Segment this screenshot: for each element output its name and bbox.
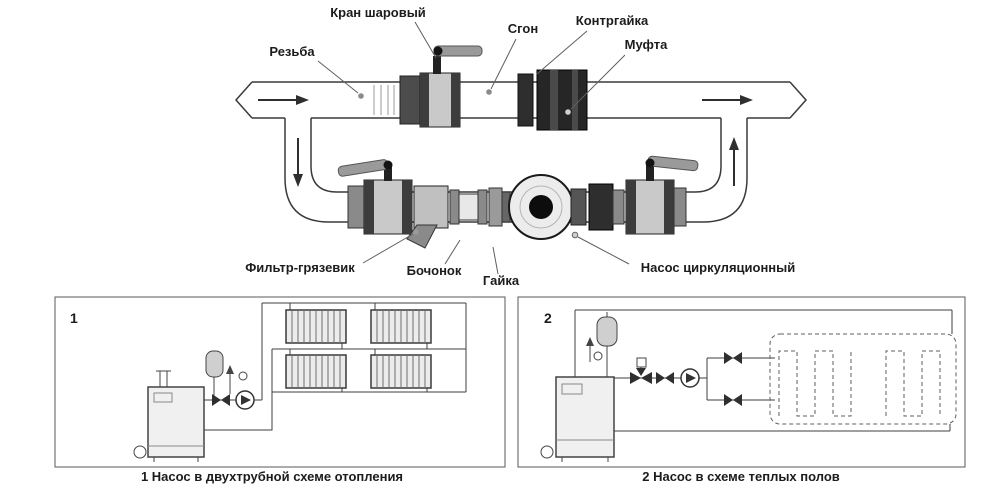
label-nut: Гайка	[483, 273, 520, 288]
union-nut	[488, 187, 503, 227]
label-pump: Насос циркуляционный	[641, 260, 796, 275]
panel-2-caption: 2 Насос в схеме теплых полов	[642, 469, 840, 484]
labels-top: Кран шаровый Сгон Контргайка Муфта Резьб…	[269, 5, 668, 115]
hex-fitting-left	[347, 185, 365, 229]
burner-1-icon	[133, 445, 147, 459]
sgon-marker-dot	[486, 89, 492, 95]
ball-valve-main	[399, 45, 483, 128]
panel-1-border	[54, 296, 506, 468]
flow-arrow-right-right-segment	[702, 95, 753, 105]
radiator-1	[285, 309, 347, 344]
boiler-2	[540, 376, 615, 462]
coupling-fitting	[536, 69, 588, 131]
union-dark-fitting	[588, 183, 625, 231]
barrel-nipple	[449, 189, 488, 225]
radiator-2	[370, 309, 432, 344]
pump-marker-dot	[571, 231, 579, 239]
burner-2-icon	[540, 445, 554, 459]
flow-arrow-up	[729, 137, 739, 186]
gauge-2-icon	[593, 351, 603, 361]
floor-heating-loops	[769, 333, 957, 425]
label-locknut: Контргайка	[576, 13, 649, 28]
label-sgon: Сгон	[508, 21, 538, 36]
label-filter: Фильтр-грязевик	[245, 260, 355, 275]
boiler-1	[133, 370, 205, 462]
pump-2-icon	[680, 368, 700, 388]
locknut-fitting	[517, 73, 534, 127]
ball-valve-bypass-right	[625, 155, 699, 235]
ball-valve-bypass-left	[337, 159, 413, 235]
safety-group-1	[226, 365, 248, 394]
label-barrel: Бочонок	[407, 263, 462, 278]
strainer-filter	[406, 185, 449, 249]
expansion-tank-2	[596, 312, 618, 377]
gauge-1-icon	[238, 371, 248, 381]
panel-2-number: 2	[544, 310, 552, 326]
safety-group-2	[586, 337, 603, 362]
pipes-panel-2	[574, 309, 953, 432]
labels-bottom: Фильтр-грязевик Бочонок Гайка Насос цирк…	[245, 229, 795, 288]
panel-1-caption: 1 Насос в двухтрубной схеме отопления	[141, 469, 403, 484]
mixing-valve-icon	[630, 357, 652, 384]
radiator-3	[285, 354, 347, 389]
pump-1-icon	[235, 390, 255, 410]
label-thread: Резьба	[269, 44, 315, 59]
flow-arrow-down	[293, 138, 303, 187]
panel-1-number: 1	[70, 310, 78, 326]
radiator-4	[370, 354, 432, 389]
panel-2: 2	[517, 296, 966, 484]
label-ball-valve: Кран шаровый	[330, 5, 426, 20]
thread-marker-dot	[358, 93, 364, 99]
panel-1: 1	[54, 296, 506, 484]
circulation-pump	[501, 174, 587, 240]
coupling-marker-dot	[565, 109, 571, 115]
label-coupling: Муфта	[625, 37, 668, 52]
flow-arrow-right-left-segment	[258, 95, 309, 105]
filter-marker-dot	[413, 229, 419, 235]
